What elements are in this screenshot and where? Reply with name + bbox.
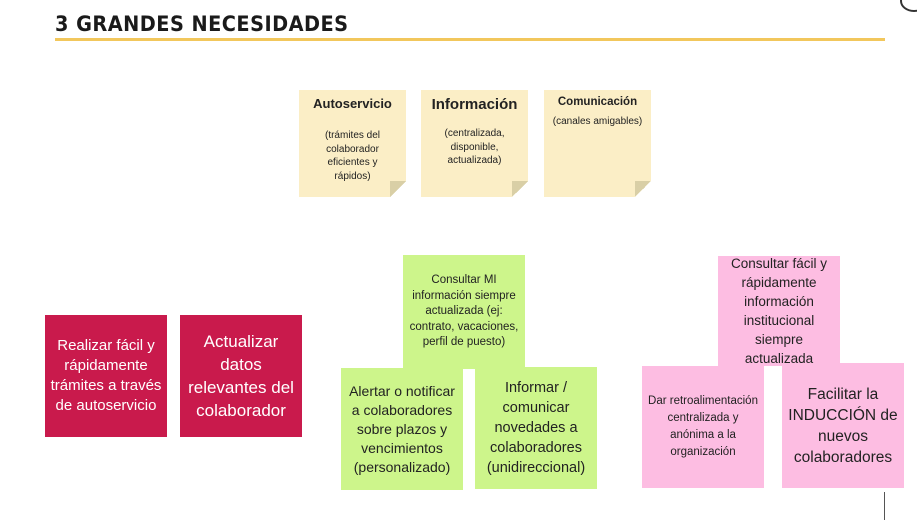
slide-edge-line: [884, 492, 885, 520]
card-text: Realizar fácil y rápidamente trámites a …: [50, 337, 162, 414]
sticky-note-informacion: Información (centralizada, disponible, a…: [421, 90, 528, 197]
card-text: Alertar o notificar a colaboradores sobr…: [349, 382, 455, 475]
card-tramites-autoservicio: Realizar fácil y rápidamente trámites a …: [45, 315, 167, 437]
note-title: Comunicación: [557, 96, 638, 108]
page-title: 3 GRANDES NECESIDADES: [55, 12, 349, 36]
note-subtitle: (trámites del colaborador eficientes y r…: [324, 130, 380, 182]
note-title: Información: [431, 96, 518, 113]
card-dar-retroalimentacion: Dar retroalimentación centralizada y anó…: [642, 366, 764, 488]
card-text: Consultar MI información siempre actuali…: [409, 274, 519, 349]
card-actualizar-datos: Actualizar datos relevantes del colabora…: [180, 315, 302, 437]
card-text: Actualizar datos relevantes del colabora…: [188, 332, 294, 420]
title-underline: [55, 38, 885, 41]
card-text: Informar / comunicar novedades a colabor…: [486, 380, 586, 476]
card-consultar-informacion-institucional: Consultar fácil y rápidamente informació…: [718, 256, 840, 366]
sticky-note-comunicacion: Comunicación (canales amigables): [544, 90, 651, 197]
card-text: Dar retroalimentación centralizada y anó…: [648, 395, 758, 458]
sticky-note-autoservicio: Autoservicio (trámites del colaborador e…: [299, 90, 406, 197]
card-facilitar-induccion: Facilitar la INDUCCIÓN de nuevos colabor…: [782, 363, 904, 488]
card-alertar-colaboradores: Alertar o notificar a colaboradores sobr…: [341, 368, 463, 490]
card-text: Consultar fácil y rápidamente informació…: [730, 256, 828, 366]
page-curl-shadow: [512, 181, 528, 197]
card-text: Facilitar la INDUCCIÓN de nuevos colabor…: [788, 385, 898, 466]
note-subtitle: (canales amigables): [552, 116, 643, 127]
page-curl-shadow: [390, 181, 406, 197]
page-curl-shadow: [635, 181, 651, 197]
card-consultar-mi-informacion: Consultar MI información siempre actuali…: [403, 255, 525, 369]
note-title: Autoservicio: [313, 96, 392, 111]
note-subtitle: (centralizada, disponible, actualizada): [444, 128, 505, 166]
card-informar-novedades: Informar / comunicar novedades a colabor…: [475, 367, 597, 489]
corner-decoration: [900, 0, 917, 12]
